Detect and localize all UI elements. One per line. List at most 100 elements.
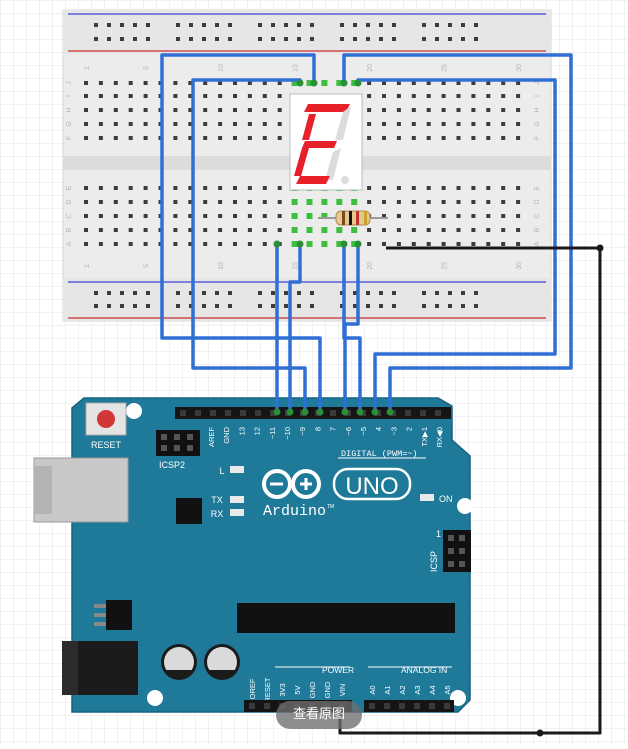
breadboard-hole: [310, 304, 314, 308]
breadboard-hole: [486, 214, 491, 218]
wire-end: [296, 240, 304, 248]
column-number: 15: [293, 262, 300, 270]
breadboard-hole: [486, 94, 491, 98]
breadboard-hole: [128, 242, 133, 246]
view-original-button[interactable]: 查看原图: [276, 701, 362, 729]
trademark: TM: [327, 504, 334, 510]
breadboard-hole: [396, 214, 401, 218]
wire-end: [310, 79, 318, 87]
breadboard-hole: [471, 214, 476, 218]
breadboard-hole: [297, 291, 301, 295]
breadboard-hole: [203, 94, 208, 98]
breadboard-hole: [396, 200, 401, 204]
breadboard-hole: [271, 23, 275, 27]
breadboard-hole: [396, 136, 401, 140]
breadboard-hole: [516, 242, 521, 246]
breadboard-hole: [173, 122, 178, 126]
digital-pin-label: TX▶1: [420, 427, 429, 447]
connected-hole: [291, 213, 298, 219]
header-pin: [330, 410, 336, 416]
digital-header-label: DIGITAL (PWM=~): [341, 449, 418, 459]
breadboard-hole: [277, 214, 282, 218]
breadboard-hole: [228, 291, 232, 295]
breadboard-hole: [501, 186, 506, 190]
breadboard-hole: [215, 291, 219, 295]
rx-led-label: RX: [211, 509, 224, 519]
breadboard-hole: [189, 304, 193, 308]
breadboard-hole: [367, 136, 372, 140]
breadboard-hole: [396, 94, 401, 98]
breadboard-hole: [441, 200, 446, 204]
breadboard-hole: [133, 304, 137, 308]
breadboard-hole: [366, 23, 370, 27]
breadboard-hole: [474, 37, 478, 41]
digital-pin-label: 7: [329, 427, 338, 431]
breadboard-hole: [188, 136, 193, 140]
breadboard-hole: [247, 186, 252, 190]
wire-end: [340, 79, 348, 87]
column-number: 10: [218, 64, 225, 72]
breadboard-hole: [233, 228, 237, 232]
row-letter: G: [534, 121, 541, 126]
breadboard-hole: [277, 200, 282, 204]
icsp-header: [443, 530, 471, 572]
breadboard-hole: [176, 37, 180, 41]
breadboard-hole: [426, 122, 431, 126]
connected-hole: [306, 241, 313, 247]
breadboard-hole: [366, 304, 370, 308]
breadboard-hole: [271, 291, 275, 295]
breadboard-hole: [382, 136, 386, 140]
wire-end: [273, 240, 281, 248]
seven-segment-display: [289, 93, 363, 191]
connected-hole: [306, 199, 313, 205]
breadboard-hole: [367, 228, 372, 232]
breadboard-hole: [173, 108, 178, 112]
connected-hole: [321, 199, 328, 205]
row-letter: D: [534, 199, 541, 204]
column-number: 30: [516, 64, 523, 72]
breadboard-hole: [113, 136, 118, 140]
breadboard-hole: [203, 186, 208, 190]
breadboard-hole: [143, 214, 148, 218]
breadboard-hole: [471, 186, 476, 190]
column-number: 20: [367, 262, 374, 270]
connected-hole: [291, 227, 298, 233]
breadboard-hole: [382, 94, 386, 98]
breadboard-hole: [113, 186, 118, 190]
l-led-label: L: [219, 466, 224, 476]
reset-button[interactable]: [85, 402, 127, 436]
connected-hole: [321, 213, 328, 219]
column-number: 5: [144, 66, 151, 70]
breadboard-hole: [84, 94, 88, 98]
breadboard-hole: [113, 228, 118, 232]
breadboard-hole: [128, 81, 133, 85]
breadboard-hole: [392, 304, 396, 308]
breadboard-hole: [277, 108, 282, 112]
breadboard-hole: [516, 186, 521, 190]
breadboard-hole: [107, 23, 111, 27]
breadboard-hole: [133, 291, 137, 295]
breadboard-hole: [228, 23, 232, 27]
breadboard-hole: [422, 23, 426, 27]
digital-pin-label: ~6: [344, 427, 353, 436]
breadboard-hole: [392, 23, 396, 27]
breadboard-hole: [173, 186, 178, 190]
breadboard-hole: [277, 186, 282, 190]
breadboard-hole: [474, 291, 478, 295]
segments: [294, 104, 351, 184]
breadboard-hole: [188, 108, 193, 112]
breadboard-hole: [441, 108, 446, 112]
breadboard-hole: [396, 242, 401, 246]
jumper-wire: [342, 53, 573, 414]
breadboard-hole: [94, 23, 98, 27]
breadboard-hole: [107, 304, 111, 308]
header-pin: [444, 703, 450, 709]
breadboard-hole: [411, 81, 416, 85]
breadboard-hole: [456, 136, 461, 140]
rx-led: [230, 509, 244, 516]
digital-pin-label: ~9: [298, 427, 307, 436]
breadboard-hole: [382, 228, 386, 232]
breadboard-hole: [202, 291, 206, 295]
breadboard-hole: [188, 122, 193, 126]
